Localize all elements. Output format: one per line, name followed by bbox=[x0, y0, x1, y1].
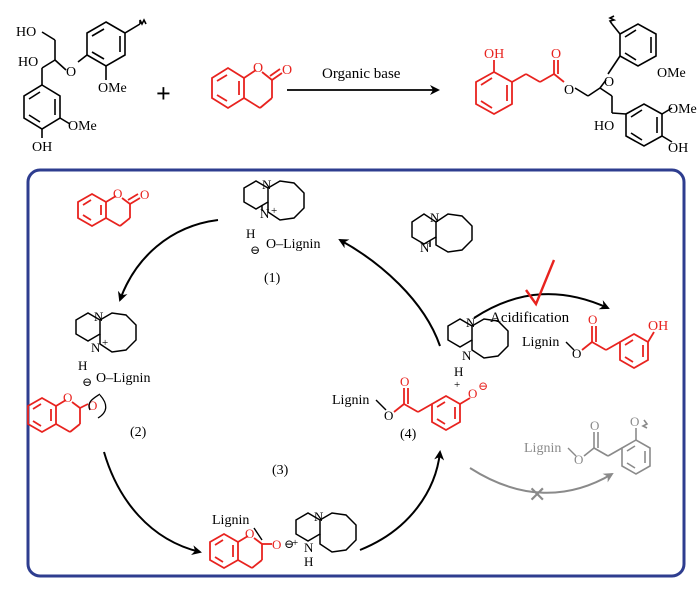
disfavored-arrow bbox=[469, 467, 614, 494]
step3-dbuh bbox=[295, 512, 357, 553]
step2-carbonyl-o: O bbox=[88, 398, 97, 413]
reagent-label: Organic base bbox=[322, 66, 401, 82]
product-carbonyl-o-red: O bbox=[551, 47, 561, 62]
step3-tetrahedral bbox=[209, 532, 272, 570]
step4-ester-o: O bbox=[384, 408, 393, 423]
cycle-lactone-reagent bbox=[77, 192, 141, 228]
cycle-lactone-ring-o: O bbox=[113, 186, 122, 201]
good-lignin: Lignin bbox=[522, 335, 559, 350]
product-red-part bbox=[475, 60, 565, 116]
step4-label: (4) bbox=[400, 427, 417, 442]
product-oh-red: OH bbox=[484, 47, 504, 62]
step2-plus: + bbox=[102, 337, 108, 349]
bad-lignin-bond bbox=[567, 447, 577, 457]
step4-n-plus: N bbox=[462, 348, 472, 363]
cycle-arrow-1-to-2 bbox=[117, 219, 219, 302]
step3-n-plus: N bbox=[304, 540, 314, 555]
step4-lignin: Lignin bbox=[332, 393, 369, 408]
step1-dbuh bbox=[243, 180, 305, 221]
acidification-arrow bbox=[473, 293, 610, 319]
disfavored-cross: ✕ bbox=[528, 482, 546, 507]
step2-attack-arrow bbox=[97, 394, 107, 419]
good-carbonyl-o: O bbox=[588, 312, 597, 327]
good-ester-o: O bbox=[572, 346, 581, 361]
step2-attack-curl bbox=[88, 393, 101, 411]
step4-lignin-bond bbox=[375, 399, 387, 411]
step4-dbuh bbox=[447, 318, 509, 359]
step2-label: (2) bbox=[130, 425, 147, 440]
step2-h: H bbox=[78, 358, 87, 373]
step2-n-plus: N bbox=[91, 340, 101, 355]
acidification-label: Acidification bbox=[490, 310, 570, 326]
bad-ring-o: O bbox=[630, 414, 639, 429]
step3-label: (3) bbox=[272, 463, 289, 478]
step1-n-plus: N bbox=[260, 206, 270, 221]
step3-alkoxide-o: O bbox=[272, 537, 281, 552]
good-oh: OH bbox=[648, 319, 668, 334]
step3-ring-o: O bbox=[245, 526, 254, 541]
cycle-arrow-4-to-1 bbox=[338, 239, 441, 347]
step2-o-lignin: O–Lignin bbox=[96, 371, 150, 386]
step1-o-lignin: O–Lignin bbox=[266, 237, 320, 252]
step1-plus: + bbox=[271, 205, 277, 217]
step4-phenolate bbox=[393, 388, 471, 432]
product-ome-lower: OMe bbox=[668, 102, 697, 117]
step2-n-top: N bbox=[94, 309, 104, 324]
step3-h: H bbox=[304, 554, 313, 569]
free-dbu bbox=[411, 213, 473, 253]
step3-lignin: Lignin bbox=[212, 513, 249, 528]
step3-plus: + bbox=[292, 537, 298, 549]
bad-lignin: Lignin bbox=[524, 441, 561, 456]
step2-ring-o: O bbox=[63, 390, 72, 405]
product-ester-o: O bbox=[564, 83, 574, 98]
step4-minus: ⊖ bbox=[478, 379, 488, 393]
step1-minus: ⊖ bbox=[250, 243, 260, 257]
dihydrocoumarin bbox=[211, 66, 283, 110]
lignin-ome-lower: OMe bbox=[68, 119, 97, 134]
step4-carbonyl-o: O bbox=[400, 374, 409, 389]
cycle-lactone-carbonyl-o: O bbox=[140, 187, 149, 202]
step4-h: H bbox=[454, 364, 463, 379]
lignin-substrate bbox=[23, 18, 147, 138]
product-lignin-part bbox=[574, 15, 673, 147]
lignin-ho-a: HO bbox=[16, 25, 36, 40]
step2-dbuh bbox=[75, 312, 137, 353]
plus-sign: + bbox=[156, 79, 171, 108]
coumarin-ring-o: O bbox=[253, 61, 263, 76]
dbu-n-top: N bbox=[430, 210, 440, 225]
dbu-n-bottom: N bbox=[420, 240, 430, 255]
step4-plus: + bbox=[454, 379, 460, 391]
coumarin-carbonyl-o: O bbox=[282, 63, 292, 78]
cycle-frame bbox=[26, 168, 686, 578]
good-lignin-bond bbox=[565, 341, 575, 351]
good-product-red bbox=[581, 326, 655, 370]
step3-lignin-bond bbox=[253, 527, 263, 541]
step1-n-top: N bbox=[262, 177, 272, 192]
step2-lactone bbox=[27, 396, 89, 434]
check-mark bbox=[525, 259, 556, 307]
bad-product-gray bbox=[583, 419, 651, 475]
cycle-arrow-2-to-3 bbox=[103, 451, 202, 555]
lignin-oh: OH bbox=[32, 140, 52, 155]
step1-h: H bbox=[246, 226, 255, 241]
product-ome-upper: OMe bbox=[657, 66, 686, 81]
bad-carbonyl-o: O bbox=[590, 418, 599, 433]
bad-ester-o: O bbox=[574, 452, 583, 467]
cycle-arrow-3-to-4 bbox=[359, 450, 445, 551]
lignin-ome-upper: OMe bbox=[98, 81, 127, 96]
step2-minus: ⊖ bbox=[82, 375, 92, 389]
step1-label: (1) bbox=[264, 271, 281, 286]
product-oh: OH bbox=[668, 141, 688, 156]
step3-n-top: N bbox=[314, 509, 324, 524]
lignin-ho-b: HO bbox=[18, 55, 38, 70]
step3-minus: ⊖ bbox=[284, 537, 294, 551]
product-ho: HO bbox=[594, 119, 614, 134]
step4-phenolate-o: O bbox=[468, 386, 477, 401]
product-ether-o: O bbox=[604, 75, 614, 90]
step4-n-top: N bbox=[466, 315, 476, 330]
lignin-ether-o: O bbox=[66, 65, 76, 80]
